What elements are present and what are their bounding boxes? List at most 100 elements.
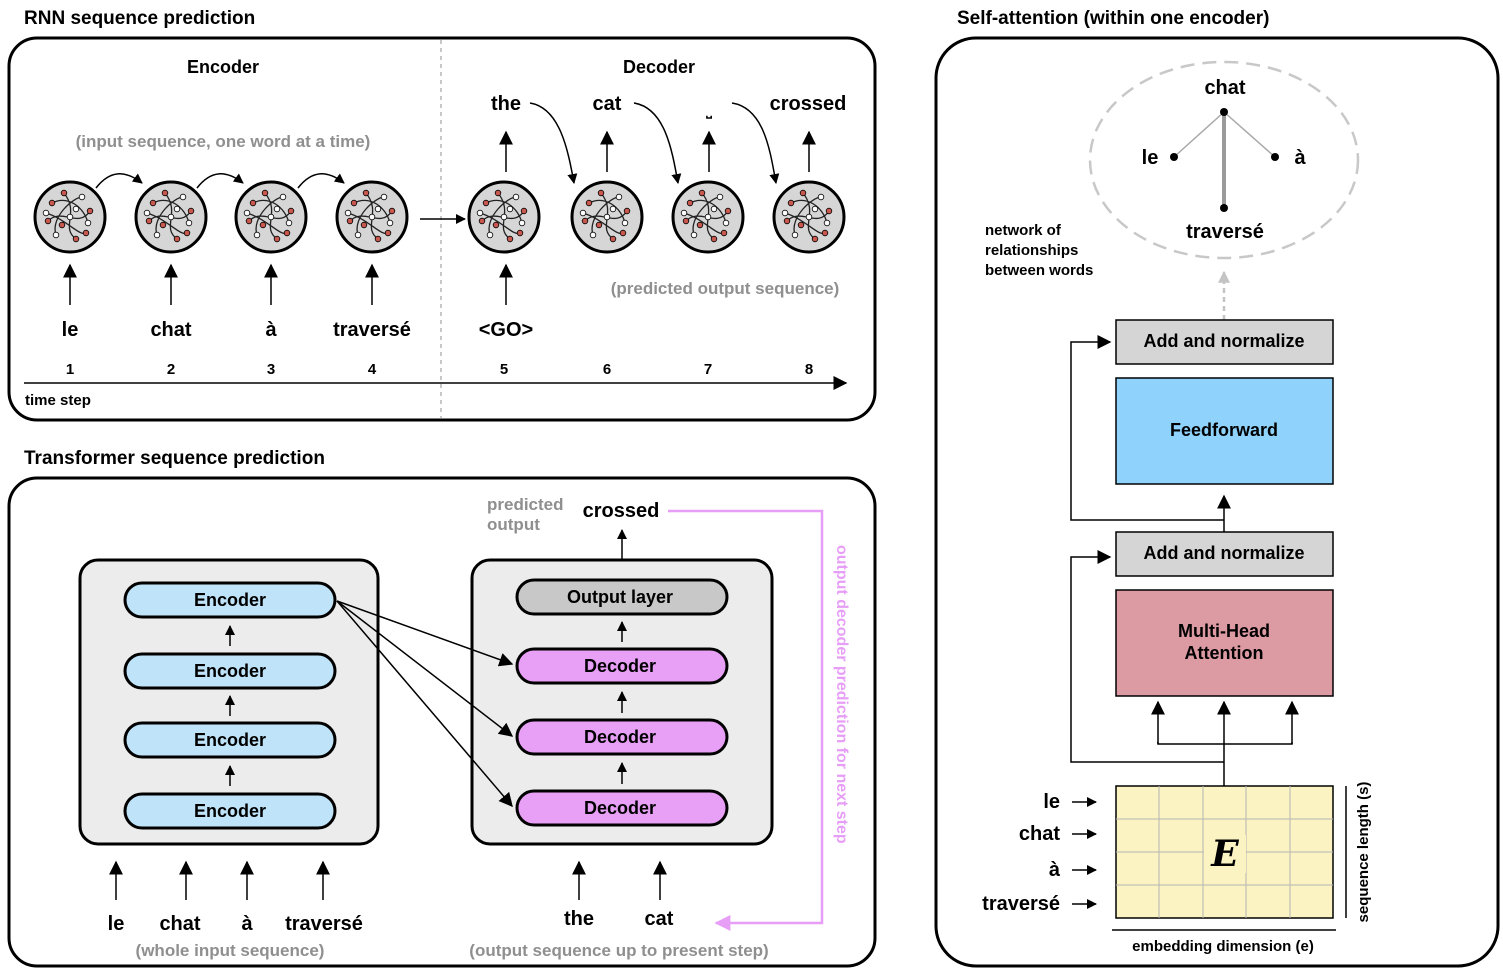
transformer-output-note: (output sequence up to present step)	[469, 941, 768, 960]
predicted-label-line-1: predicted	[487, 495, 564, 514]
rnn-output-word-4: crossed	[770, 93, 847, 115]
matrix-row-word-4: traversé	[982, 893, 1060, 915]
rnn-input-word-5: <GO>	[479, 319, 533, 341]
relation-edge-chat-le	[1173, 111, 1225, 158]
time-step-7: 7	[704, 361, 712, 378]
relation-edge-chat-a	[1223, 111, 1276, 158]
predicted-label-line-2: output	[487, 515, 540, 534]
graph-word-traverse: traversé	[1186, 221, 1264, 243]
transformer-output-word-2: cat	[645, 908, 674, 930]
transformer-input-note: (whole input sequence)	[136, 941, 325, 960]
rnn-node-3	[234, 180, 308, 254]
rnn-feedback-arrow-2	[633, 102, 682, 184]
add-normalize-top-label: Add and normalize	[1143, 331, 1304, 351]
rnn-output-word-2: cat	[593, 93, 622, 115]
feedback-loop-arrow	[668, 509, 824, 931]
matrix-row-word-3: à	[1049, 859, 1061, 881]
multi-head-attention-block	[1115, 589, 1334, 697]
self-attention-title: Self-attention (within one encoder)	[957, 8, 1269, 29]
rnn-input-word-4: traversé	[333, 319, 411, 341]
time-step-3: 3	[267, 361, 275, 378]
rnn-input-word-2: chat	[150, 319, 191, 341]
transformer-input-word-4: traversé	[285, 913, 363, 935]
time-step-label: time step	[25, 392, 91, 409]
rnn-node-4	[335, 180, 409, 254]
transformer-output-word-1: the	[564, 908, 594, 930]
rnn-panel	[7, 36, 877, 422]
graph-node-chat	[1220, 108, 1228, 116]
time-step-8: 8	[805, 361, 813, 378]
mha-label-line-1: Multi-Head	[1178, 621, 1270, 641]
residual-connection-2	[1070, 335, 1224, 521]
feedback-label: output decoder prediction for next step	[833, 545, 850, 844]
rnn-node-8	[772, 180, 846, 254]
rnn-recurrent-arrow-2	[196, 173, 244, 189]
rnn-recurrent-arrow-3	[297, 173, 345, 189]
decoder-block-1-label: Decoder	[584, 656, 656, 676]
rnn-feedback-arrow-1	[529, 102, 578, 184]
graph-word-le: le	[1142, 147, 1159, 169]
rnn-node-1	[33, 180, 107, 254]
output-layer-block	[515, 578, 729, 616]
transformer-input-word-1: le	[108, 913, 125, 935]
decoder-block-1	[515, 647, 729, 685]
cross-attention-arrow-1	[336, 600, 514, 667]
encoder-block-1-label: Encoder	[194, 590, 266, 610]
graph-node-le	[1170, 153, 1178, 161]
rnn-output-note: (predicted output sequence)	[611, 279, 840, 298]
decoder-block-2-label: Decoder	[584, 727, 656, 747]
time-step-5: 5	[500, 361, 508, 378]
transformer-input-word-2: chat	[159, 913, 200, 935]
network-note-line-1: network of	[985, 222, 1062, 239]
graph-node-traverse	[1220, 204, 1228, 212]
matrix-symbol-backdrop	[1204, 835, 1246, 873]
graph-node-a	[1271, 153, 1279, 161]
graph-word-chat: chat	[1204, 77, 1245, 99]
transformer-title: Transformer sequence prediction	[24, 448, 325, 469]
network-note-line-3: between words	[985, 262, 1093, 279]
rnn-feedback-arrow-3	[731, 102, 780, 184]
rnn-node-2	[134, 180, 208, 254]
encoder-block-3-label: Encoder	[194, 730, 266, 750]
time-step-1: 1	[66, 361, 74, 378]
rnn-output-word-3: ⎵	[705, 102, 712, 120]
residual-connection-1	[1070, 550, 1224, 763]
time-step-6: 6	[603, 361, 611, 378]
feedforward-label: Feedforward	[1170, 420, 1278, 440]
time-step-4: 4	[368, 361, 377, 378]
encoder-block-4-label: Encoder	[194, 801, 266, 821]
encoder-block-2	[123, 652, 337, 690]
rnn-node-7	[671, 180, 745, 254]
encoder-block-4	[123, 792, 337, 830]
transformer-input-word-3: à	[241, 913, 253, 935]
matrix-row-word-1: le	[1043, 791, 1060, 813]
rnn-node-5	[467, 180, 541, 254]
mha-label-line-2: Attention	[1185, 643, 1264, 663]
rnn-input-word-3: à	[265, 319, 277, 341]
matrix-symbol: E	[1210, 833, 1239, 875]
add-normalize-bottom-label: Add and normalize	[1143, 543, 1304, 563]
rnn-decoder-label: Decoder	[623, 57, 695, 77]
graph-word-a: à	[1294, 147, 1306, 169]
cross-attention-arrow-2	[336, 600, 514, 737]
rnn-input-word-1: le	[62, 319, 79, 341]
feedforward-block	[1115, 377, 1334, 485]
encoder-block-3	[123, 721, 337, 759]
decoder-block-3-label: Decoder	[584, 798, 656, 818]
output-layer-label: Output layer	[567, 587, 673, 607]
network-note-line-2: relationships	[985, 242, 1078, 259]
rnn-title: RNN sequence prediction	[24, 8, 255, 29]
matrix-row-word-2: chat	[1019, 823, 1060, 845]
add-normalize-bottom	[1115, 531, 1334, 577]
rnn-recurrent-arrow-1	[95, 173, 143, 189]
embedding-dim-label: embedding dimension (e)	[1132, 938, 1314, 955]
cross-attention-arrow-3	[336, 600, 513, 808]
decoder-block-3	[515, 789, 729, 827]
rnn-input-note: (input sequence, one word at a time)	[76, 132, 371, 151]
decoder-block-2	[515, 718, 729, 756]
rnn-node-6	[570, 180, 644, 254]
rnn-encoder-label: Encoder	[187, 57, 259, 77]
encoder-block-1	[123, 581, 337, 619]
rnn-output-word-1: the	[491, 93, 521, 115]
